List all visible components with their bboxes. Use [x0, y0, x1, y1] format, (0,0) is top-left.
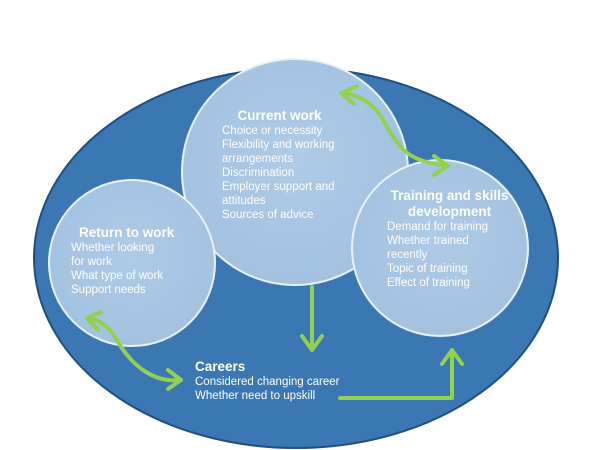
current-work-item: Sources of advice: [222, 209, 314, 221]
training-title-line1: Training and skills: [390, 188, 509, 203]
current-work-item: Choice or necessity: [222, 125, 323, 137]
arrowhead-training-end: [432, 154, 450, 177]
return-to-work-item: for work: [71, 256, 112, 268]
current-work-item: Employer support and: [222, 181, 335, 193]
careers-item: Considered changing career: [195, 376, 340, 388]
careers-title: Careers: [195, 359, 246, 374]
arrow-careers-to-training: [338, 350, 454, 400]
training-item: Whether trained: [387, 235, 469, 247]
arrowhead-current-end: [339, 84, 359, 106]
training-text: Training and skills development Demand f…: [387, 188, 517, 290]
return-to-work-item: Whether looking: [71, 242, 155, 254]
return-to-work-item: What type of work: [71, 270, 164, 282]
current-work-title: Current work: [237, 108, 322, 123]
return-to-work-title: Return to work: [79, 225, 175, 240]
arrowhead-current-down: [300, 334, 324, 352]
careers-text: Careers Considered changing career Wheth…: [195, 359, 385, 403]
arrowhead-careers-end: [166, 368, 183, 391]
current-work-item: Flexibility and working: [222, 139, 335, 151]
current-work-item: arrangements: [222, 153, 293, 165]
careers-item: Whether need to upskill: [195, 390, 316, 402]
return-to-work-text: Return to work Whether looking for work …: [71, 225, 201, 297]
current-work-item: Discrimination: [222, 167, 295, 179]
current-work-text: Current work Choice or necessity Flexibi…: [222, 108, 372, 222]
arrowhead-careers-to-training: [440, 348, 464, 366]
return-to-work-bubble: [48, 179, 216, 347]
training-item: Topic of training: [387, 263, 468, 275]
arrow-return-to-careers: [87, 316, 181, 383]
training-title-line2: development: [407, 204, 492, 219]
training-item: recently: [387, 249, 428, 261]
arrow-current-to-training: [341, 91, 448, 168]
return-to-work-item: Support needs: [71, 284, 146, 296]
training-item: Demand for training: [387, 221, 488, 233]
arrowhead-return-end: [85, 310, 103, 332]
training-item: Effect of training: [387, 277, 470, 289]
current-work-item: attitudes: [222, 195, 266, 207]
